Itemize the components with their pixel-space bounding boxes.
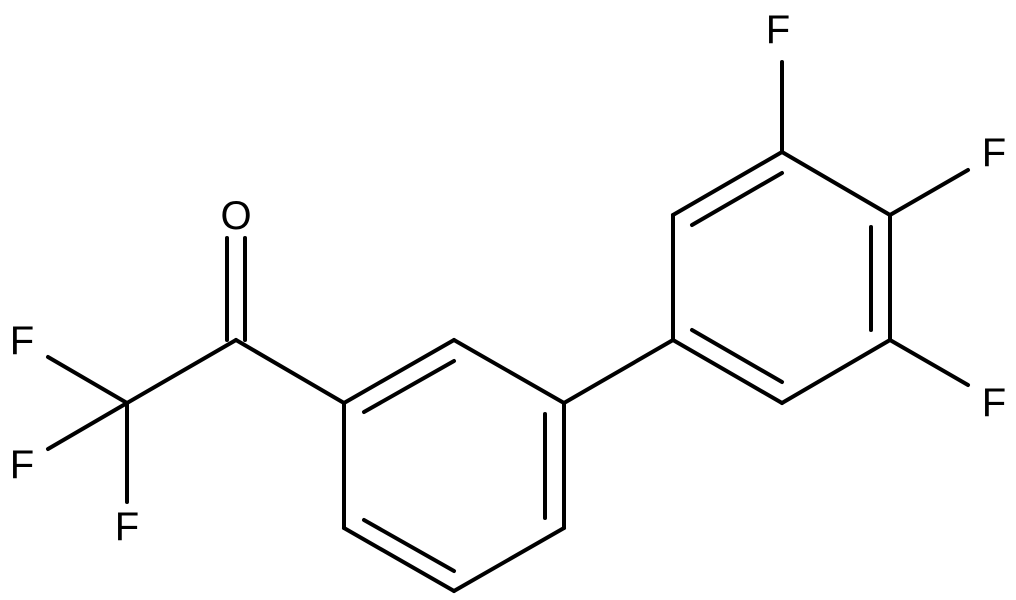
bond (46, 355, 129, 405)
fluorine-atom-label: F (982, 381, 1006, 425)
biaryl-bond (562, 338, 675, 405)
bond (362, 359, 456, 414)
fluorine-atom-label: F (115, 505, 139, 549)
bond (125, 338, 238, 405)
bond (671, 150, 784, 217)
bond (342, 338, 456, 405)
bond (690, 171, 784, 227)
bond (780, 338, 892, 405)
fluorine-atom-label: F (766, 8, 790, 52)
oxygen-atom-label: O (220, 194, 251, 238)
bond (671, 338, 784, 405)
bond (452, 526, 566, 593)
trifluoroacetyl-group (46, 236, 346, 504)
central-benzene-ring (342, 338, 566, 593)
fluorine-atom-label: F (10, 319, 34, 363)
bond (780, 150, 892, 217)
bond (452, 338, 566, 405)
bond (234, 338, 346, 405)
bond (46, 401, 129, 451)
bond (342, 526, 456, 593)
trifluorophenyl-ring (671, 60, 970, 405)
bond (362, 518, 456, 573)
fluorine-atom-label: F (982, 131, 1006, 175)
fluorine-atom-label: F (10, 443, 34, 487)
bond (888, 168, 970, 217)
bond (690, 328, 784, 384)
bond (888, 338, 970, 387)
